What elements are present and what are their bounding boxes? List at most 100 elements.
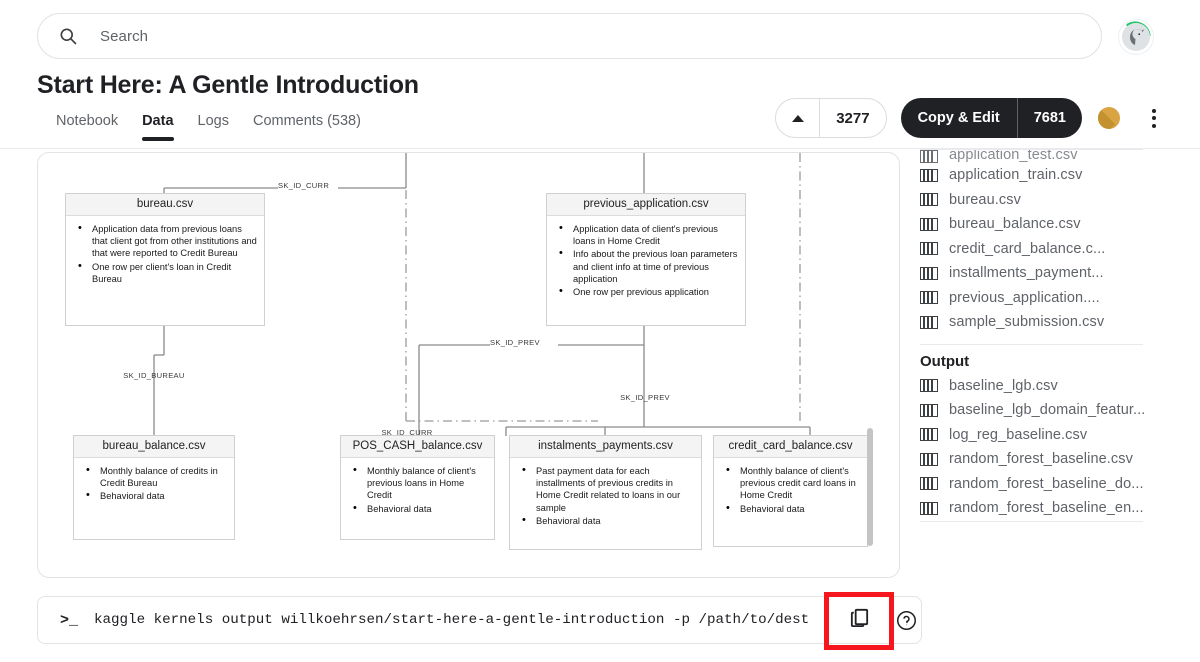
- diagram-node-title: instalments_payments.csv: [510, 436, 701, 458]
- sidebar-file-row[interactable]: bureau_balance.csv: [920, 212, 1180, 237]
- bronze-medal-icon[interactable]: [1098, 107, 1120, 129]
- search-input[interactable]: Search: [100, 27, 149, 45]
- command-bar: >_ kaggle kernels output willkoehrsen/st…: [37, 596, 922, 644]
- diagram-node-bullet: Application data from previous loans tha…: [70, 222, 258, 260]
- caret-up-icon: [791, 114, 804, 122]
- diagram-node-pos-cash-balance[interactable]: POS_CASH_balance.csv Monthly balance of …: [340, 435, 495, 540]
- table-icon: [920, 242, 938, 256]
- diagram-node-bureau-balance[interactable]: bureau_balance.csv Monthly balance of cr…: [73, 435, 235, 540]
- vote-group: 3277: [775, 98, 887, 138]
- sidebar-file-name: bureau_balance.csv: [949, 216, 1081, 233]
- diagram-node-bullet: Info about the previous loan parameters …: [551, 247, 739, 285]
- diagram-node-body: Monthly balance of credits in Credit Bur…: [74, 458, 234, 511]
- diagram-node-bullet: Monthly balance of client's previous loa…: [345, 464, 488, 502]
- sidebar-file-row[interactable]: baseline_lgb_domain_featur...: [920, 398, 1180, 423]
- sidebar-file-name: previous_application....: [949, 289, 1100, 306]
- avatar-image: [1122, 23, 1150, 51]
- sidebar-file-row[interactable]: application_train.csv: [920, 163, 1180, 188]
- avatar[interactable]: [1118, 19, 1154, 55]
- copy-and-edit-button[interactable]: Copy & Edit 7681: [900, 98, 1082, 138]
- diagram-node-title: bureau.csv: [66, 194, 264, 216]
- edge-label-sk-id-curr-mid: SK_ID_CURR: [381, 428, 433, 437]
- sidebar-file-name: random_forest_baseline.csv: [949, 451, 1133, 468]
- table-icon: [920, 379, 938, 393]
- search-box[interactable]: Search: [37, 13, 1102, 59]
- diagram-node-bullet: Past payment data for each installments …: [514, 464, 695, 514]
- sidebar-file-name: random_forest_baseline_en...: [949, 500, 1144, 517]
- diagram-scrollbar[interactable]: [867, 428, 873, 546]
- tab-comments[interactable]: Comments (538): [252, 113, 361, 129]
- table-icon: [920, 477, 938, 491]
- tab-data[interactable]: Data: [130, 113, 185, 141]
- sidebar-file-row[interactable]: application_test.csv: [920, 150, 1180, 163]
- sidebar-output-heading: Output: [920, 352, 970, 370]
- copy-icon: [848, 606, 871, 634]
- table-icon: [920, 193, 938, 207]
- header-actions: 3277 Copy & Edit 7681: [775, 97, 1166, 139]
- data-diagram-panel: SK_ID_CURR SK_ID_CURR SK_ID_BUREAU SK_ID…: [37, 152, 900, 578]
- diagram-node-body: Monthly balance of client's previous cre…: [714, 458, 867, 523]
- diagram-node-bullet: Behavioral data: [514, 514, 695, 527]
- diagram-node-bullet: Behavioral data: [78, 489, 228, 502]
- diagram-node-title: credit_card_balance.csv: [714, 436, 867, 458]
- table-icon: [920, 217, 938, 231]
- kebab-menu-icon[interactable]: [1142, 108, 1166, 128]
- edge-label-sk-id-prev-top: SK_ID_PREV: [490, 338, 540, 347]
- diagram-node-body: Monthly balance of client's previous loa…: [341, 458, 494, 523]
- terminal-prompt-icon: >_: [60, 611, 79, 629]
- sidebar-file-row[interactable]: log_reg_baseline.csv: [920, 423, 1180, 448]
- tab-logs[interactable]: Logs: [197, 113, 229, 129]
- diagram-node-instalments-payments[interactable]: instalments_payments.csv Past payment da…: [509, 435, 702, 550]
- sidebar-file-name: application_train.csv: [949, 167, 1083, 184]
- copy-command-button[interactable]: [828, 596, 890, 644]
- file-sidebar: application_test.csv application_train.c…: [920, 150, 1180, 550]
- edge-label-sk-id-curr-top: SK_ID_CURR: [278, 181, 330, 190]
- copy-and-edit-label: Copy & Edit: [901, 98, 1018, 138]
- question-mark-icon[interactable]: [896, 610, 917, 631]
- page-title: Start Here: A Gentle Introduction: [37, 71, 419, 99]
- sidebar-file-row[interactable]: bureau.csv: [920, 188, 1180, 213]
- sidebar-file-name: bureau.csv: [949, 191, 1021, 208]
- diagram-node-credit-card-balance[interactable]: credit_card_balance.csv Monthly balance …: [713, 435, 868, 547]
- sidebar-file-row[interactable]: random_forest_baseline.csv: [920, 447, 1180, 472]
- diagram-node-body: Application data from previous loans tha…: [66, 216, 264, 293]
- sidebar-file-name: credit_card_balance.c...: [949, 240, 1106, 257]
- sidebar-file-name: installments_payment...: [949, 265, 1104, 282]
- sidebar-file-name: baseline_lgb_domain_featur...: [949, 402, 1146, 419]
- diagram-node-bullet: Behavioral data: [345, 502, 488, 515]
- diagram-node-bullet: Application data of client's previous lo…: [551, 222, 739, 247]
- tab-notebook[interactable]: Notebook: [56, 113, 119, 129]
- diagram-node-body: Application data of client's previous lo…: [547, 216, 745, 306]
- table-icon: [920, 452, 938, 466]
- diagram-node-previous-application[interactable]: previous_application.csv Application dat…: [546, 193, 746, 326]
- sidebar-file-row[interactable]: credit_card_balance.c...: [920, 237, 1180, 262]
- header-divider: [0, 148, 1200, 149]
- diagram-node-bullet: One row per previous application: [551, 285, 739, 298]
- sidebar-file-name: baseline_lgb.csv: [949, 377, 1058, 394]
- diagram-node-bullet: Behavioral data: [718, 502, 861, 515]
- edge-label-sk-id-bureau: SK_ID_BUREAU: [123, 371, 185, 380]
- sidebar-file-name: application_test.csv: [949, 150, 1078, 163]
- diagram-node-bullet: Monthly balance of credits in Credit Bur…: [78, 464, 228, 489]
- upvote-button[interactable]: [776, 99, 821, 137]
- table-icon: [920, 315, 938, 329]
- diagram-connectors: [153, 153, 811, 436]
- table-icon: [920, 403, 938, 417]
- table-icon: [920, 291, 938, 305]
- table-icon: [920, 150, 938, 163]
- sidebar-file-row[interactable]: baseline_lgb.csv: [920, 374, 1180, 399]
- vote-count: 3277: [836, 109, 870, 127]
- edge-label-sk-id-prev-mid: SK_ID_PREV: [620, 393, 670, 402]
- sidebar-file-row[interactable]: sample_submission.csv: [920, 310, 1180, 335]
- diagram-node-bullet: Monthly balance of client's previous cre…: [718, 464, 861, 502]
- sidebar-file-row[interactable]: random_forest_baseline_do...: [920, 472, 1180, 497]
- diagram-node-bureau[interactable]: bureau.csv Application data from previou…: [65, 193, 265, 326]
- sidebar-top-rule: [920, 149, 1143, 150]
- command-text[interactable]: kaggle kernels output willkoehrsen/start…: [94, 612, 810, 628]
- diagram-node-body: Past payment data for each installments …: [510, 458, 701, 535]
- sidebar-file-row[interactable]: installments_payment...: [920, 261, 1180, 286]
- sidebar-file-row[interactable]: random_forest_baseline_en...: [920, 496, 1180, 521]
- sidebar-file-name: log_reg_baseline.csv: [949, 426, 1088, 443]
- copy-and-edit-count: 7681: [1033, 110, 1066, 126]
- sidebar-file-row[interactable]: previous_application....: [920, 286, 1180, 311]
